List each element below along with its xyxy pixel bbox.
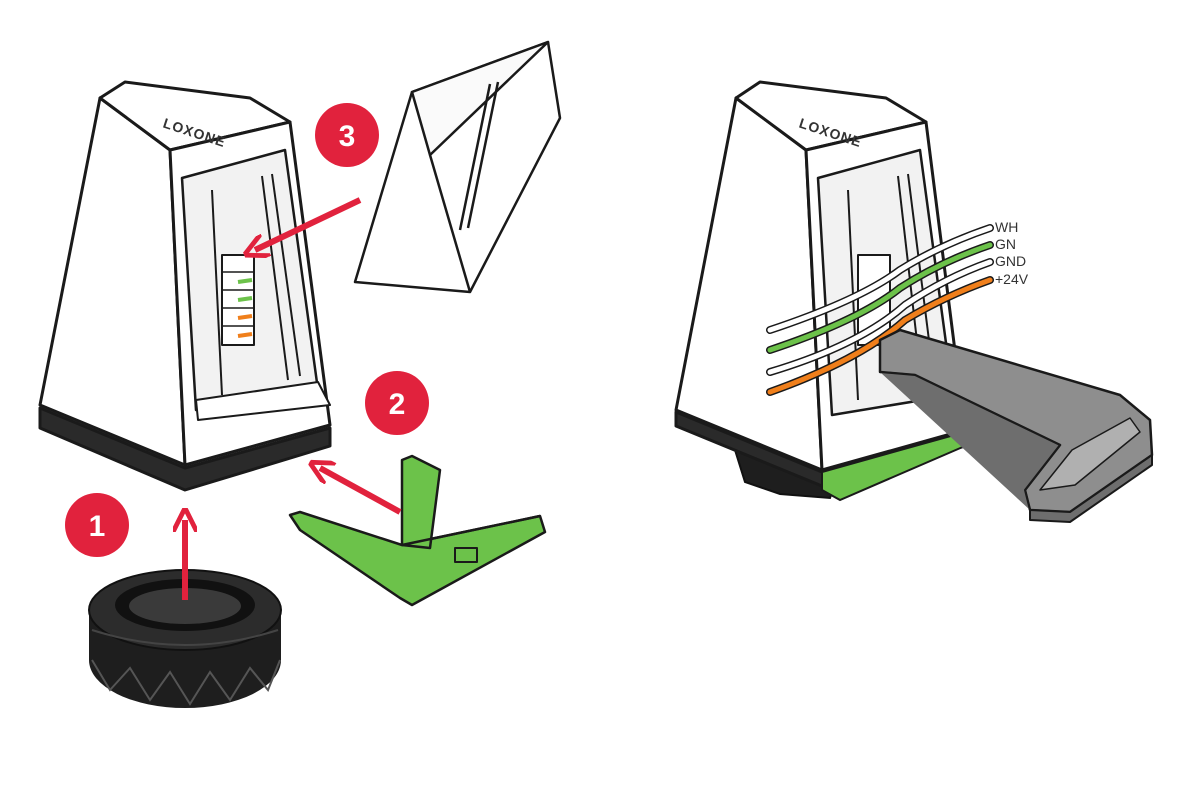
arrow-step-3: [255, 197, 362, 250]
wire-label-gnd: GND: [995, 253, 1026, 269]
step-badge-3: 3: [315, 103, 379, 167]
right-device-assembly: LOXONE WH GN GND +24V: [674, 80, 1154, 523]
terminal-mark-green-2: [237, 296, 253, 302]
terminal-mark-orange-2: [237, 332, 253, 338]
step-badge-1: 1: [65, 493, 129, 557]
wire-label-24v: +24V: [995, 271, 1029, 287]
step-number-3: 3: [339, 120, 356, 153]
mounting-tool: [878, 328, 1154, 523]
step-number-1: 1: [89, 510, 106, 543]
step-number-2: 2: [389, 388, 406, 421]
step-badge-2: 2: [365, 371, 429, 435]
terminal-mark-orange-1: [237, 314, 253, 320]
arrow-step-2: [320, 468, 402, 515]
threaded-ring: [88, 569, 282, 708]
device-housing: [38, 80, 332, 492]
terminal-mark-green-1: [237, 278, 253, 284]
wire-label-wh: WH: [995, 219, 1018, 235]
wires: [766, 224, 994, 396]
green-clip: [288, 454, 547, 607]
removed-cover: [353, 40, 562, 294]
left-device-assembly: LOXONE: [38, 40, 562, 708]
device-housing-right: [674, 80, 967, 488]
wire-label-gn: GN: [995, 236, 1016, 252]
green-clip-installed: [821, 430, 966, 502]
